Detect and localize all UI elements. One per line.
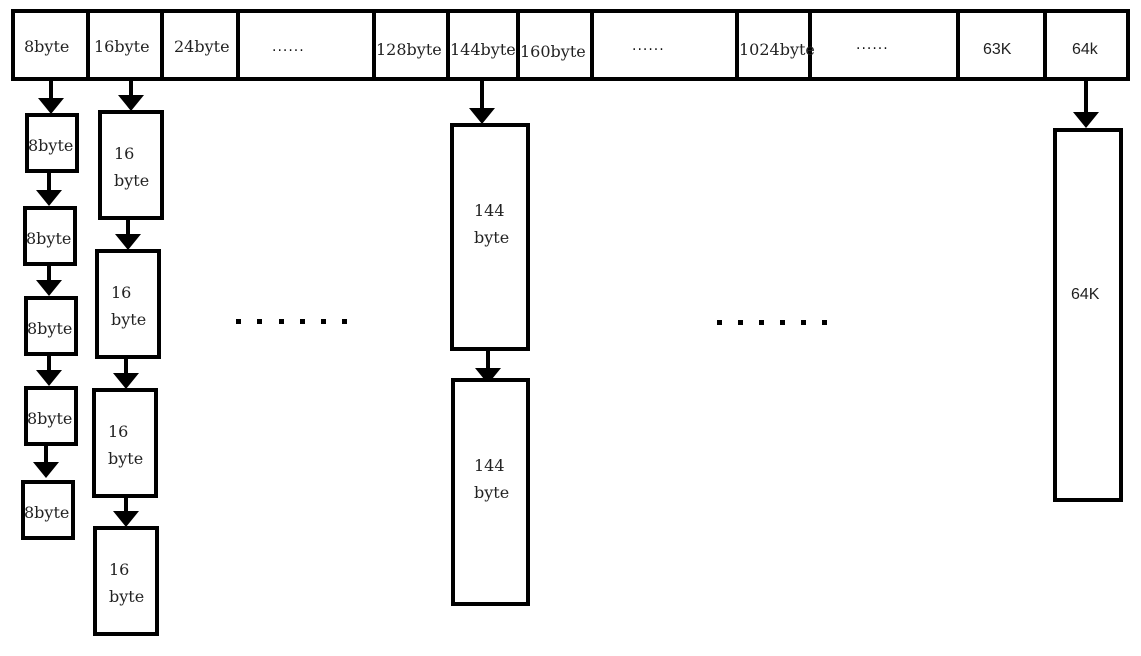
- cell-144byte: 144byte: [450, 40, 516, 59]
- ellipsis-right: [717, 320, 827, 325]
- block-label-line1: 16: [109, 560, 129, 579]
- block-label-line2: byte: [114, 171, 149, 190]
- cell-ellipsis: ......: [856, 37, 889, 53]
- cell-8byte: 8byte: [24, 37, 69, 56]
- size-class-array: 8byte 16byte 24byte ...... 128byte 144by…: [11, 9, 1130, 81]
- block-8byte: [23, 206, 77, 266]
- block-label-line2: byte: [474, 483, 509, 502]
- arrow-head: [118, 95, 144, 111]
- block-8byte: [25, 113, 79, 173]
- cell-128byte: 128byte: [376, 40, 442, 59]
- cell-63k: 63K: [983, 41, 1012, 58]
- cell-64k: 64k: [1072, 41, 1099, 58]
- arrow-head: [36, 370, 62, 386]
- block-label: 8byte: [28, 136, 73, 155]
- cell-16byte: 16byte: [94, 37, 150, 56]
- block-label: 8byte: [27, 319, 72, 338]
- block-label-line1: 16: [111, 283, 131, 302]
- arrow-head: [115, 234, 141, 250]
- cell-ellipsis: ......: [632, 38, 665, 54]
- block-label: 8byte: [26, 229, 71, 248]
- block-8byte: [21, 480, 75, 540]
- block-64k: [1053, 128, 1123, 502]
- arrow-head: [1073, 112, 1099, 128]
- block-8byte: [24, 386, 78, 446]
- block-label-line1: 144: [474, 456, 505, 475]
- block-label-line1: 16: [108, 422, 128, 441]
- arrow-head: [475, 368, 501, 384]
- block-16byte: [92, 388, 158, 498]
- arrow-head: [113, 511, 139, 527]
- block-16byte: [95, 249, 161, 359]
- cell-160byte: 160byte: [520, 42, 586, 61]
- cell-24byte: 24byte: [174, 37, 230, 56]
- arrow-head: [36, 280, 62, 296]
- size-class-array-frame: [11, 9, 1130, 81]
- block-label: 8byte: [24, 503, 69, 522]
- block-label-line1: 144: [474, 201, 505, 220]
- cell-1024byte: 1024byte: [739, 40, 815, 59]
- cell-ellipsis: ......: [272, 39, 305, 55]
- block-16byte: [98, 110, 164, 220]
- free-list-64k: 64K: [1053, 79, 1123, 502]
- arrow-head: [38, 98, 64, 114]
- block-label-line2: byte: [474, 228, 509, 247]
- arrow-head: [33, 462, 59, 478]
- block-16byte: [93, 526, 159, 636]
- free-list-8byte: 8byte 8byte 8byte 8byte 8byte: [21, 79, 79, 540]
- block-144byte: [450, 123, 530, 351]
- arrow-head: [36, 190, 62, 206]
- block-label-line1: 16: [114, 144, 134, 163]
- block-8byte: [24, 296, 78, 356]
- free-list-16byte: 16 byte 16 byte 16 byte 16 byte: [92, 79, 164, 636]
- free-list-144byte: 144 byte 144 byte: [450, 79, 530, 606]
- arrow-head: [469, 108, 495, 124]
- block-label-line2: byte: [108, 449, 143, 468]
- arrow-head: [113, 373, 139, 389]
- block-label: 8byte: [27, 409, 72, 428]
- ellipsis-left: [236, 319, 347, 324]
- block-144byte: [451, 378, 530, 606]
- block-label: 64K: [1071, 286, 1100, 303]
- block-label-line2: byte: [109, 587, 144, 606]
- block-label-line2: byte: [111, 310, 146, 329]
